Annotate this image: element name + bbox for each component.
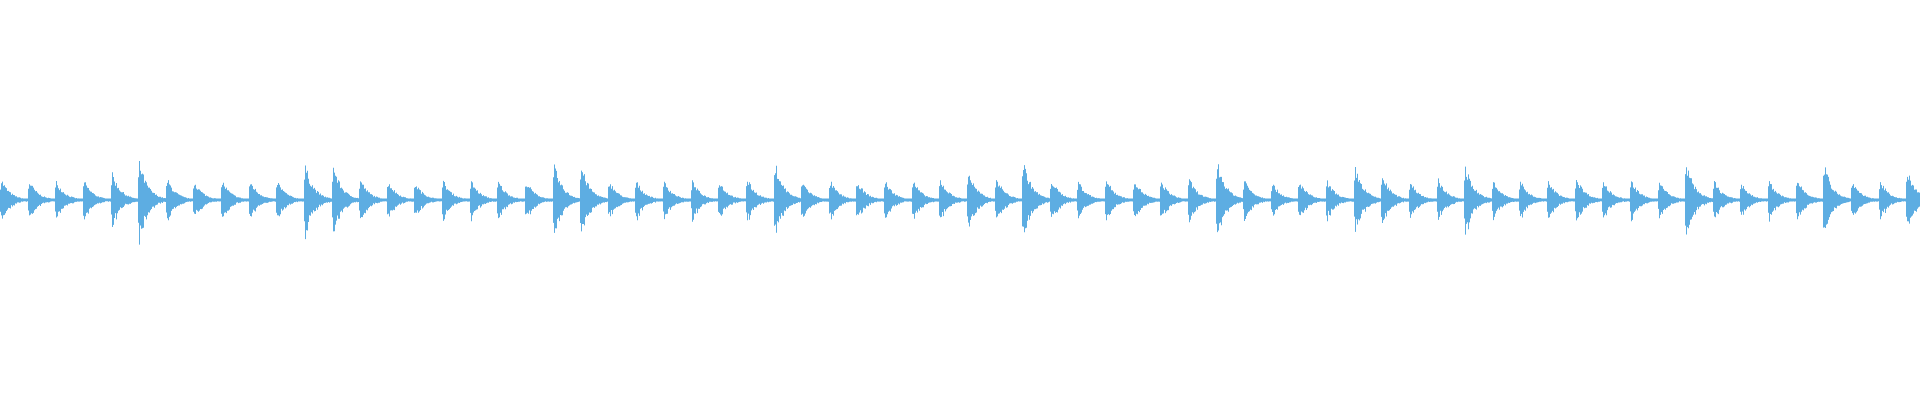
waveform-beat [525, 186, 553, 215]
waveform-beat [774, 165, 801, 233]
waveform-beat [718, 185, 746, 216]
waveform-beat [1713, 181, 1740, 218]
waveform-beat [166, 180, 193, 221]
waveform-beat [1216, 164, 1243, 233]
waveform-beat [138, 161, 166, 245]
waveform-beat [939, 180, 967, 218]
waveform-beat [1437, 178, 1464, 220]
waveform-beat [1851, 184, 1879, 215]
waveform-beat [1768, 181, 1796, 222]
waveform-beat [1658, 182, 1685, 219]
waveform-beat [1879, 182, 1906, 220]
waveform-beat [580, 170, 608, 232]
waveform-beat [1326, 180, 1354, 222]
waveform-beat [1630, 181, 1658, 222]
waveform-beat [635, 182, 663, 221]
waveform-beat [83, 182, 111, 220]
waveform-beat [1602, 182, 1630, 218]
waveform-beat [1740, 184, 1768, 215]
waveform-beat [221, 182, 249, 217]
waveform-beat [193, 184, 221, 214]
waveform-beat [1547, 181, 1575, 218]
waveform-beat [1575, 180, 1602, 221]
waveform-beat [967, 175, 995, 227]
waveform-beat [1298, 184, 1326, 216]
waveform-beat [332, 167, 359, 232]
waveform-beat [249, 184, 276, 217]
waveform-beat [1243, 181, 1271, 221]
waveform-beat [884, 182, 912, 218]
waveform-beat [55, 181, 83, 218]
waveform-beat [1133, 184, 1160, 217]
waveform-beat [1022, 165, 1050, 233]
waveform-beat [608, 184, 635, 217]
waveform-beat [387, 184, 414, 217]
waveform-beat [912, 182, 939, 219]
waveform-beat [442, 180, 470, 221]
waveform-beat [801, 184, 829, 217]
waveform-beat [1160, 182, 1188, 216]
waveform-beat [1354, 167, 1381, 232]
waveform-beat [28, 184, 55, 216]
waveform-beat [995, 180, 1022, 218]
waveform-beat [0, 181, 28, 219]
waveform-beat [553, 164, 580, 233]
waveform-beat [1077, 181, 1105, 219]
waveform-beat [1685, 167, 1713, 235]
waveform-beat [414, 186, 442, 213]
waveform-beat [1050, 184, 1077, 217]
waveform-beat [111, 172, 138, 227]
waveform-beat [1409, 184, 1437, 218]
waveform-beat [359, 181, 387, 219]
waveform-beat [1796, 182, 1823, 220]
waveform-beat [1492, 182, 1519, 221]
waveform-beat [276, 183, 304, 217]
waveform-beat [1188, 179, 1216, 223]
waveform-beat [663, 181, 691, 220]
waveform-beat [1464, 166, 1492, 235]
waveform-beat [746, 181, 774, 221]
waveform-beat [1381, 178, 1409, 223]
waveform-beat [856, 185, 884, 216]
waveform-beat [691, 180, 718, 222]
waveform-beat [829, 181, 856, 220]
waveform-beat [1906, 175, 1920, 224]
waveform-beat [1105, 181, 1133, 221]
waveform-beat [1519, 181, 1547, 218]
waveform-beat [497, 181, 525, 219]
waveform-beat [470, 181, 497, 222]
waveform-beat [304, 165, 332, 240]
waveform-beat [1823, 167, 1851, 228]
waveform-beat [1271, 184, 1298, 216]
